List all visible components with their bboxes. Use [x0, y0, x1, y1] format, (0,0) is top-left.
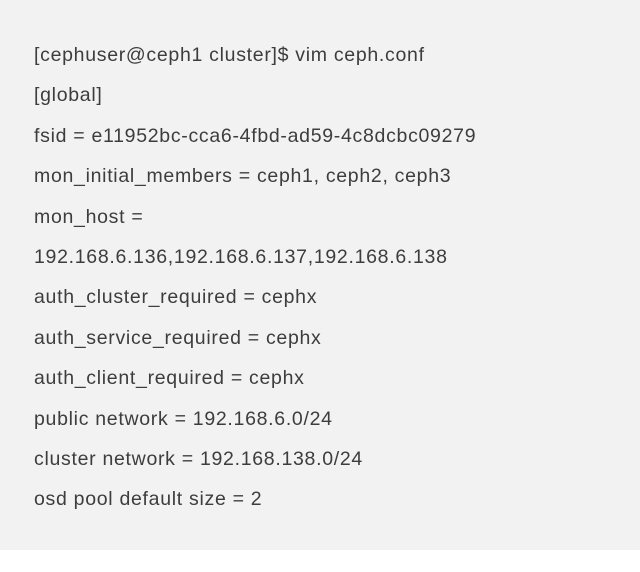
config-line-auth-client: auth_client_required = cephx [34, 367, 305, 390]
code-block: [cephuser@ceph1 cluster]$ vim ceph.conf … [0, 0, 640, 550]
config-section-header: [global] [34, 84, 103, 107]
config-line-fsid: fsid = e11952bc-cca6-4fbd-ad59-4c8dcbc09… [34, 124, 477, 147]
command-line: [cephuser@ceph1 cluster]$ vim ceph.conf [34, 44, 425, 66]
config-line-mon-host-value: 192.168.6.136,192.168.6.137,192.168.6.13… [34, 245, 448, 268]
config-line-public-network: public network = 192.168.6.0/24 [34, 407, 333, 430]
config-line-cluster-network: cluster network = 192.168.138.0/24 [34, 447, 363, 470]
config-line-mon-host: mon_host = [34, 205, 144, 228]
config-line-auth-service: auth_service_required = cephx [34, 326, 322, 349]
config-line-auth-cluster: auth_cluster_required = cephx [34, 286, 318, 309]
config-line-osd-pool-size: osd pool default size = 2 [34, 488, 263, 511]
config-line-mon-initial-members: mon_initial_members = ceph1, ceph2, ceph… [34, 165, 452, 188]
page-margin [0, 550, 640, 572]
